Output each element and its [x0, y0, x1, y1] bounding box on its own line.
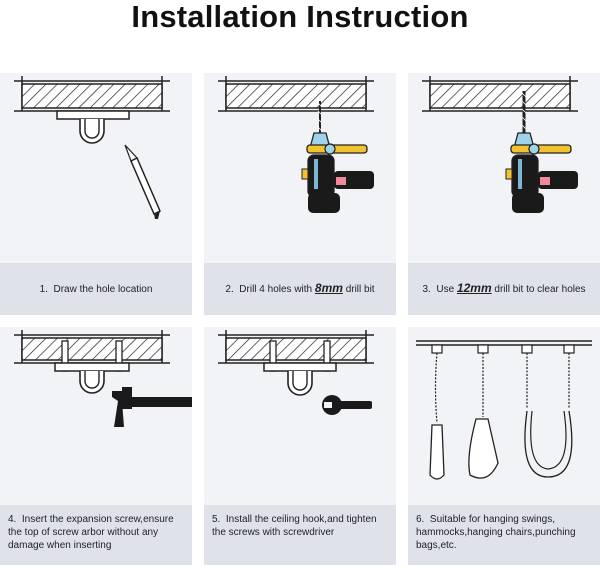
step-1-caption: 1. Draw the hole location [0, 263, 192, 315]
ceiling-slab [14, 330, 170, 364]
step-2-caption: 2. Drill 4 holes with 8mm drill bit [204, 263, 396, 315]
step-4-number: 4. [8, 514, 17, 525]
step-4-panel: 4. Insert the expansion screw,ensure the… [0, 327, 192, 565]
ceiling-slab [14, 76, 170, 112]
step-5-panel: 5. Install the ceiling hook,and tighten … [204, 327, 396, 565]
hanging-chair-icon [468, 344, 499, 479]
page-title: Installation Instruction [131, 0, 469, 34]
step-2-text-pre: Drill 4 holes with [239, 284, 313, 295]
hook-plate [56, 110, 130, 144]
hook-plate [54, 362, 130, 394]
step-5-caption: 5. Install the ceiling hook,and tighten … [204, 505, 396, 565]
step-3-panel: 3. Use 12mm drill bit to clear holes [408, 73, 600, 315]
step-2-drill-size: 8mm [314, 281, 343, 295]
step-2-text-post: drill bit [345, 284, 375, 295]
step-3-drill-size: 12mm [456, 281, 492, 295]
step-6-illustration [416, 340, 592, 480]
step-1-panel: 1. Draw the hole location [0, 73, 192, 315]
step-3-text-pre: Use [436, 284, 455, 295]
step-5-illustration [218, 330, 374, 415]
ceiling-slab [422, 76, 578, 112]
step-6-number: 6. [416, 514, 425, 525]
ceiling-slab [218, 330, 374, 364]
hook-plate [263, 362, 337, 396]
step-2-number: 2. [225, 284, 234, 295]
step-4-illustration [14, 330, 192, 427]
step-1-illustration [14, 76, 170, 219]
step-3-caption: 3. Use 12mm drill bit to clear holes [408, 263, 600, 315]
step-3-illustration [422, 76, 578, 213]
hammer-icon [112, 387, 192, 427]
step-5-number: 5. [212, 514, 221, 525]
step-2-illustration [218, 76, 374, 213]
drill-icon [505, 91, 578, 213]
step-1-number: 1. [39, 283, 48, 295]
step-3-number: 3. [422, 284, 431, 295]
step-6-text: Suitable for hanging swings, hammocks,ha… [416, 514, 576, 551]
pencil-icon [124, 144, 161, 219]
step-1-text: Draw the hole location [53, 283, 153, 295]
step-2-panel: 2. Drill 4 holes with 8mm drill bit [204, 73, 396, 315]
drill-icon [301, 101, 374, 213]
step-4-caption: 4. Insert the expansion screw,ensure the… [0, 505, 192, 565]
punching-bag-icon [429, 344, 445, 480]
step-6-caption: 6. Suitable for hanging swings, hammocks… [408, 505, 600, 565]
step-4-text: Insert the expansion screw,ensure the to… [8, 514, 174, 551]
wrench-icon [322, 395, 372, 415]
ceiling-slab [218, 76, 374, 112]
ceiling-bar [416, 340, 592, 346]
step-3-text-post: drill bit to clear holes [494, 284, 586, 295]
swing-icon [521, 344, 575, 478]
step-5-text: Install the ceiling hook,and tighten the… [212, 514, 377, 538]
step-6-panel: 6. Suitable for hanging swings, hammocks… [408, 327, 600, 565]
